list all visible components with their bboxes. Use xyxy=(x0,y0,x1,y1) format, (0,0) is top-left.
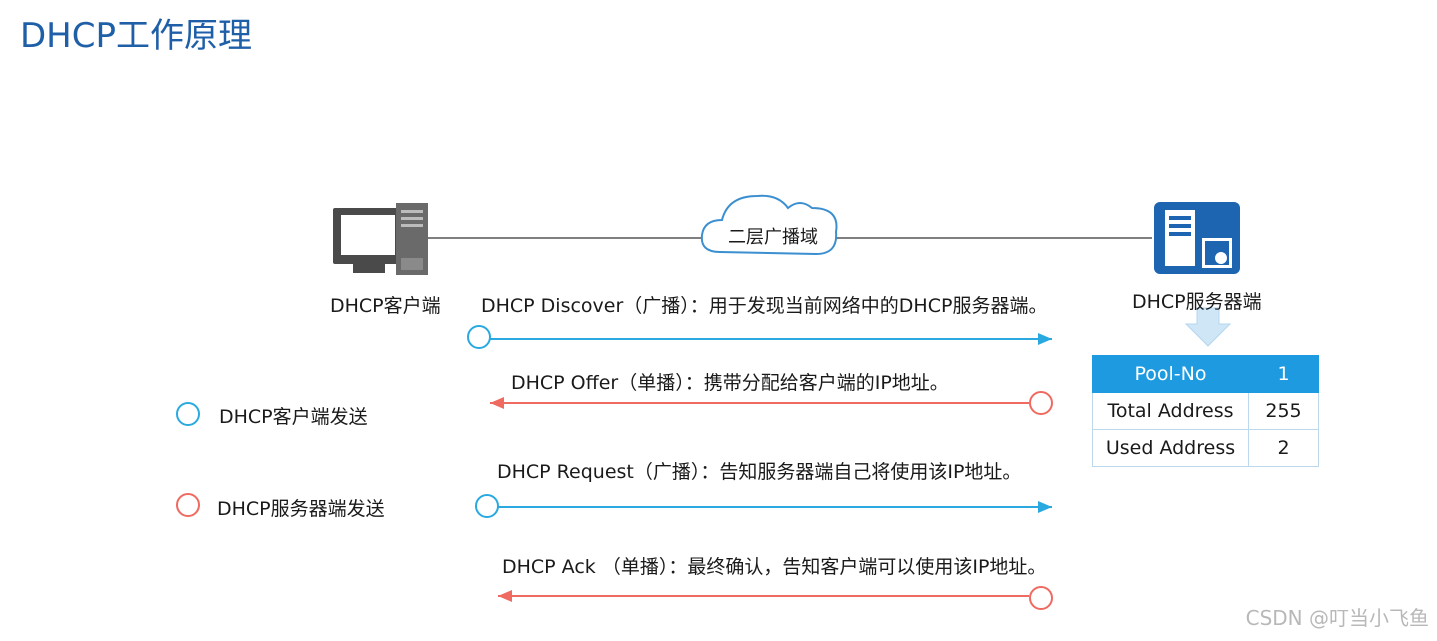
pool-key-cell: Used Address xyxy=(1092,429,1249,467)
legend-server-circle xyxy=(176,493,200,517)
pool-value-cell: 2 xyxy=(1248,429,1319,467)
arrow-ack xyxy=(498,586,1053,610)
table-row: Total Address 255 xyxy=(1092,392,1319,430)
server-icon xyxy=(1154,202,1240,274)
watermark: CSDN @叮当小飞鱼 xyxy=(1245,606,1429,630)
computer-icon xyxy=(333,203,428,275)
arrow-offer xyxy=(490,391,1053,415)
table-row: Pool-No 1 xyxy=(1092,355,1319,393)
message-offer: DHCP Offer（单播）：携带分配给客户端的IP地址。 xyxy=(511,372,949,394)
client-label: DHCP客户端 xyxy=(330,295,441,317)
cloud-icon xyxy=(700,194,838,256)
pool-key-cell: Pool-No xyxy=(1092,355,1249,393)
page-title: DHCP工作原理 xyxy=(20,16,252,56)
arrow-request xyxy=(475,494,1052,518)
server-label: DHCP服务器端 xyxy=(1132,291,1262,313)
pool-key-cell: Total Address xyxy=(1092,392,1249,430)
message-request: DHCP Request（广播）：告知服务器端自己将使用该IP地址。 xyxy=(497,461,1022,483)
message-discover: DHCP Discover（广播）：用于发现当前网络中的DHCP服务器端。 xyxy=(481,295,1048,317)
table-row: Used Address 2 xyxy=(1092,429,1319,467)
pool-table: Pool-No 1 Total Address 255 Used Address… xyxy=(1092,355,1319,467)
legend-client-label: DHCP客户端发送 xyxy=(219,406,368,428)
message-ack: DHCP Ack （单播）：最终确认，告知客户端可以使用该IP地址。 xyxy=(502,556,1047,578)
legend-client-circle xyxy=(176,402,200,426)
down-arrow-icon xyxy=(1184,307,1232,347)
pool-value-cell: 1 xyxy=(1248,355,1319,393)
pool-value-cell: 255 xyxy=(1248,392,1319,430)
arrow-discover xyxy=(467,325,1052,349)
cloud-label: 二层广播域 xyxy=(728,227,818,248)
legend-server-label: DHCP服务器端发送 xyxy=(217,498,385,520)
